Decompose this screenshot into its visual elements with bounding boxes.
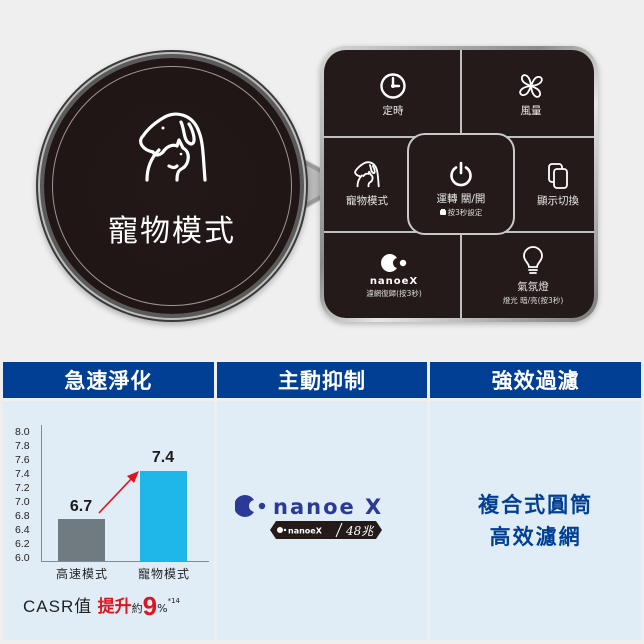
x-axis bbox=[41, 561, 209, 562]
y-tick: 6.8 bbox=[15, 510, 30, 522]
bar-pet-mode bbox=[140, 471, 187, 561]
zoom-callout-label: 寵物模式 bbox=[108, 214, 236, 249]
feature-header: 主動抑制 bbox=[216, 362, 428, 398]
power-label: 運轉 關/開 bbox=[436, 193, 486, 205]
nanoe-sub: 濾網復歸(按3秒) bbox=[366, 289, 422, 298]
bar-value: 7.4 bbox=[151, 449, 175, 466]
pet-mode-key[interactable]: 寵物模式 bbox=[326, 160, 408, 208]
fan-speed-key[interactable]: 風量 bbox=[486, 72, 576, 118]
display-switch-icon bbox=[548, 163, 568, 189]
filter-description: 複合式圓筒 高效濾網 bbox=[478, 493, 594, 549]
feature-header: 強效過濾 bbox=[430, 362, 642, 398]
zoom-callout bbox=[44, 58, 300, 314]
feature-body: 複合式圓筒 高效濾網 bbox=[430, 401, 642, 640]
y-tick: 7.6 bbox=[15, 454, 30, 466]
lock-icon bbox=[439, 210, 446, 215]
pet-mode-label: 寵物模式 bbox=[346, 195, 388, 207]
timer-key[interactable]: 定時 bbox=[352, 72, 434, 118]
svg-text:nanoeX: nanoeX bbox=[288, 527, 323, 536]
y-tick: 7.0 bbox=[15, 496, 30, 508]
ambient-light-key[interactable]: 氣氛燈 燈光 暗/亮(按3秒) bbox=[472, 246, 594, 306]
control-panel-illustration: 寵物模式 定時 bbox=[44, 46, 598, 322]
feature-strong-filtration: 強效過濾 複合式圓筒 高效濾網 bbox=[430, 362, 642, 640]
ambient-light-label: 氣氛燈 bbox=[517, 281, 549, 293]
x-label: 寵物模式 bbox=[137, 567, 190, 581]
pet-icon bbox=[139, 112, 207, 182]
feature-body: nanoe X nanoeX 48兆 bbox=[216, 401, 428, 640]
timer-label: 定時 bbox=[382, 105, 404, 117]
fan-speed-label: 風量 bbox=[520, 105, 542, 117]
nanoe-x-logo: nanoe X bbox=[234, 495, 383, 519]
nanoe-48-trillion-badge: nanoeX 48兆 bbox=[269, 521, 382, 539]
display-switch-key[interactable]: 顯示切換 bbox=[518, 162, 594, 208]
power-icon bbox=[450, 161, 472, 187]
increase-arrow-icon bbox=[98, 471, 139, 514]
feature-header: 急速淨化 bbox=[3, 362, 214, 398]
divider bbox=[460, 50, 462, 136]
y-tick: 7.4 bbox=[15, 468, 30, 480]
svg-text:nanoe X: nanoe X bbox=[273, 495, 383, 519]
bar-value: 6.7 bbox=[69, 498, 93, 515]
power-key[interactable]: 運轉 關/開 按3秒設定 bbox=[407, 160, 515, 218]
x-label: 高速模式 bbox=[55, 567, 108, 581]
feature-body: 8.0 7.8 7.6 7.4 7.2 7.0 6.8 6.4 6.2 6.0 … bbox=[3, 401, 214, 640]
ambient-light-sub: 燈光 暗/亮(按3秒) bbox=[502, 296, 564, 305]
y-axis bbox=[41, 425, 42, 561]
feature-active-suppression: 主動抑制 nanoe X nanoeX 48兆 bbox=[216, 362, 428, 640]
y-tick: 7.2 bbox=[15, 482, 30, 494]
nanoe-icon bbox=[381, 254, 407, 272]
nanoe-filter-reset-key[interactable]: nanoeX 濾網復歸(按3秒) bbox=[344, 252, 444, 299]
casr-bar-chart: 8.0 7.8 7.6 7.4 7.2 7.0 6.8 6.4 6.2 6.0 … bbox=[3, 401, 214, 640]
bar-high-speed bbox=[58, 519, 105, 561]
y-tick: 6.2 bbox=[15, 538, 30, 550]
fan-icon bbox=[519, 74, 543, 98]
nanoe-brand: nanoeX bbox=[369, 276, 419, 287]
svg-text:48兆: 48兆 bbox=[345, 524, 375, 538]
display-switch-label: 顯示切換 bbox=[537, 195, 579, 207]
casr-summary: CASR值 提升約9%*14 bbox=[23, 591, 180, 621]
feature-rapid-purify: 急速淨化 8.0 7.8 7.6 7.4 7.2 7.0 6.8 6.4 6.2… bbox=[3, 362, 214, 640]
y-tick: 8.0 bbox=[15, 426, 30, 438]
y-tick: 6.0 bbox=[15, 552, 30, 564]
pet-icon bbox=[354, 161, 380, 188]
y-tick: 6.4 bbox=[15, 524, 30, 536]
power-sub: 按3秒設定 bbox=[407, 207, 515, 218]
y-tick: 7.8 bbox=[15, 440, 30, 452]
feature-columns: 急速淨化 8.0 7.8 7.6 7.4 7.2 7.0 6.8 6.4 6.2… bbox=[3, 362, 642, 640]
control-panel-frame: 定時 風量 寵物模式 bbox=[320, 46, 598, 322]
divider bbox=[460, 231, 462, 318]
control-panel: 定時 風量 寵物模式 bbox=[324, 50, 594, 318]
bulb-icon bbox=[523, 246, 543, 274]
clock-icon bbox=[380, 73, 406, 99]
